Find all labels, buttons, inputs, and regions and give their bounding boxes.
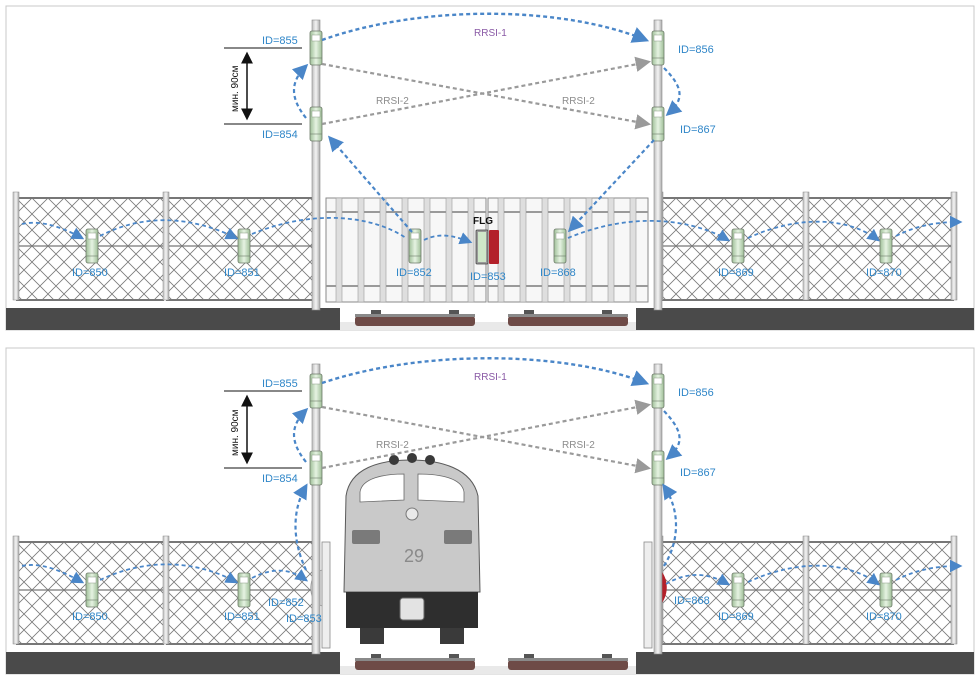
sensor-icon xyxy=(309,373,323,409)
id-853-label: ID=853 xyxy=(286,613,322,625)
id-869-label: ID=869 xyxy=(718,267,754,279)
pole-icon xyxy=(311,19,321,311)
fence-left xyxy=(12,535,315,645)
rrsi1-label: RRSI-1 xyxy=(474,372,507,383)
id-850-label: ID=850 xyxy=(72,611,108,623)
ground-left xyxy=(6,652,340,674)
id-852-label: ID=852 xyxy=(268,597,304,609)
rrsi2-right-label: RRSI-2 xyxy=(562,440,595,451)
sensor-icon xyxy=(85,572,99,608)
id-852-label: ID=852 xyxy=(396,267,432,279)
id-867-label: ID=867 xyxy=(680,467,716,479)
ground-center xyxy=(340,666,636,674)
rrsi2-left-label: RRSI-2 xyxy=(376,96,409,107)
spacing-dimension xyxy=(224,47,302,125)
id-869-label: ID=869 xyxy=(718,611,754,623)
locomotive-number: 29 xyxy=(404,546,424,566)
bottom-panel: 29 мин. 90см xyxy=(5,347,975,675)
sensor-icon xyxy=(651,30,665,66)
fence-right xyxy=(656,191,958,301)
gate-panel-icon xyxy=(643,541,653,649)
gate-panel-icon xyxy=(487,197,649,303)
sensor-icon xyxy=(651,450,665,486)
radio-links xyxy=(21,12,963,245)
id-856-label: ID=856 xyxy=(678,387,714,399)
fence-panel-icon xyxy=(802,191,955,301)
id-854-label: ID=854 xyxy=(262,129,298,141)
id-870-label: ID=870 xyxy=(866,611,902,623)
sensor-icon xyxy=(731,572,745,608)
ground-left xyxy=(6,308,340,330)
id-850-label: ID=850 xyxy=(72,267,108,279)
id-868-label: ID=868 xyxy=(540,267,576,279)
fence-right xyxy=(656,535,958,645)
flg-label: FLG xyxy=(473,216,493,227)
sensor-icon xyxy=(651,106,665,142)
sensor-icon xyxy=(879,572,893,608)
fence-panel-icon xyxy=(802,535,955,645)
id-855-label: ID=855 xyxy=(262,35,298,47)
sensor-icon xyxy=(309,106,323,142)
sensor-icon xyxy=(651,373,665,409)
id-855-label: ID=855 xyxy=(262,378,298,390)
spacing-label: мин. 90см xyxy=(230,409,241,456)
id-854-label: ID=854 xyxy=(262,473,298,485)
radio-links xyxy=(21,357,963,586)
id-856-label: ID=856 xyxy=(678,44,714,56)
top-panel: FLG мин. 90см ID=855 ID=854 xyxy=(5,5,975,331)
id-851-label: ID=851 xyxy=(224,267,260,279)
rrsi2-right-label: RRSI-2 xyxy=(562,96,595,107)
spacing-dimension xyxy=(224,390,302,469)
ground-right xyxy=(636,308,974,330)
sensor-icon xyxy=(237,572,251,608)
fence-left xyxy=(12,191,315,301)
id-870-label: ID=870 xyxy=(866,267,902,279)
sensor-icon xyxy=(879,228,893,264)
id-868-label: ID=868 xyxy=(674,595,710,607)
sensor-icon xyxy=(309,30,323,66)
sensor-icon xyxy=(237,228,251,264)
rrsi1-label: RRSI-1 xyxy=(474,28,507,39)
spacing-label: мин. 90см xyxy=(230,65,241,112)
ground-center xyxy=(340,322,636,330)
flag-sensor-icon xyxy=(475,229,499,265)
sensor-icon xyxy=(553,228,567,264)
rrsi2-left-label: RRSI-2 xyxy=(376,440,409,451)
sensor-icon xyxy=(309,450,323,486)
id-851-label: ID=851 xyxy=(224,611,260,623)
sensor-icon xyxy=(408,228,422,264)
id-853-label: ID=853 xyxy=(470,271,506,283)
ground-right xyxy=(636,652,974,674)
sensor-icon xyxy=(85,228,99,264)
pole-icon xyxy=(653,363,663,655)
pole-icon xyxy=(311,363,321,655)
gate-panel-icon xyxy=(325,197,487,303)
sensor-icon xyxy=(731,228,745,264)
id-867-label: ID=867 xyxy=(680,124,716,136)
locomotive-icon: 29 xyxy=(343,453,481,644)
pole-icon xyxy=(653,19,663,311)
gate-panel-icon xyxy=(321,541,331,649)
